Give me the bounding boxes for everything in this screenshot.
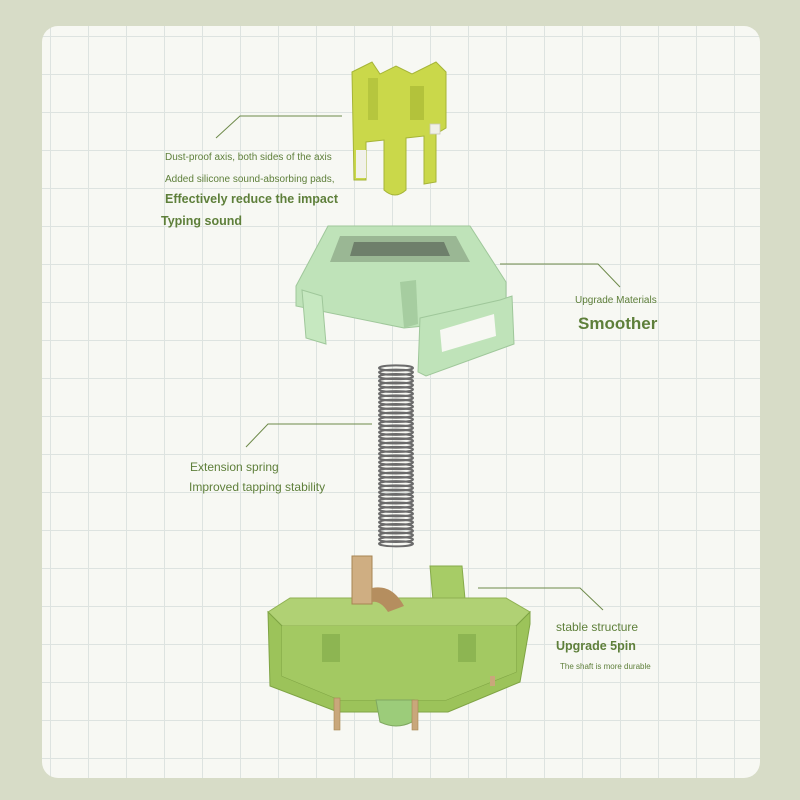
axis-note-line3: Effectively reduce the impact [165,192,338,206]
spring-note-line1: Extension spring [190,460,279,474]
top-housing [295,225,515,377]
housing-leader-line [500,263,621,288]
base-leader-line [478,587,604,611]
housing-note-line2: Smoother [578,314,658,333]
spring-note-line2: Improved tapping stability [189,480,326,494]
axis-leader-line [215,115,342,139]
bottom-housing [267,555,531,731]
axis-note-line4: Typing sound [161,214,243,228]
base-note-line3: The shaft is more durable [560,662,651,671]
spring-coil [378,540,414,548]
spring-leader-line [245,423,372,448]
base-note-line2: Upgrade 5pin [556,639,636,653]
housing-note-line1: Upgrade Materials [575,295,657,306]
spring [378,364,414,548]
axis-note-line1: Dust-proof axis, both sides of the axis [165,152,332,163]
switch-stem [351,61,447,196]
axis-note-line2: Added silicone sound-absorbing pads, [165,174,335,185]
base-note-line1: stable structure [556,620,639,634]
